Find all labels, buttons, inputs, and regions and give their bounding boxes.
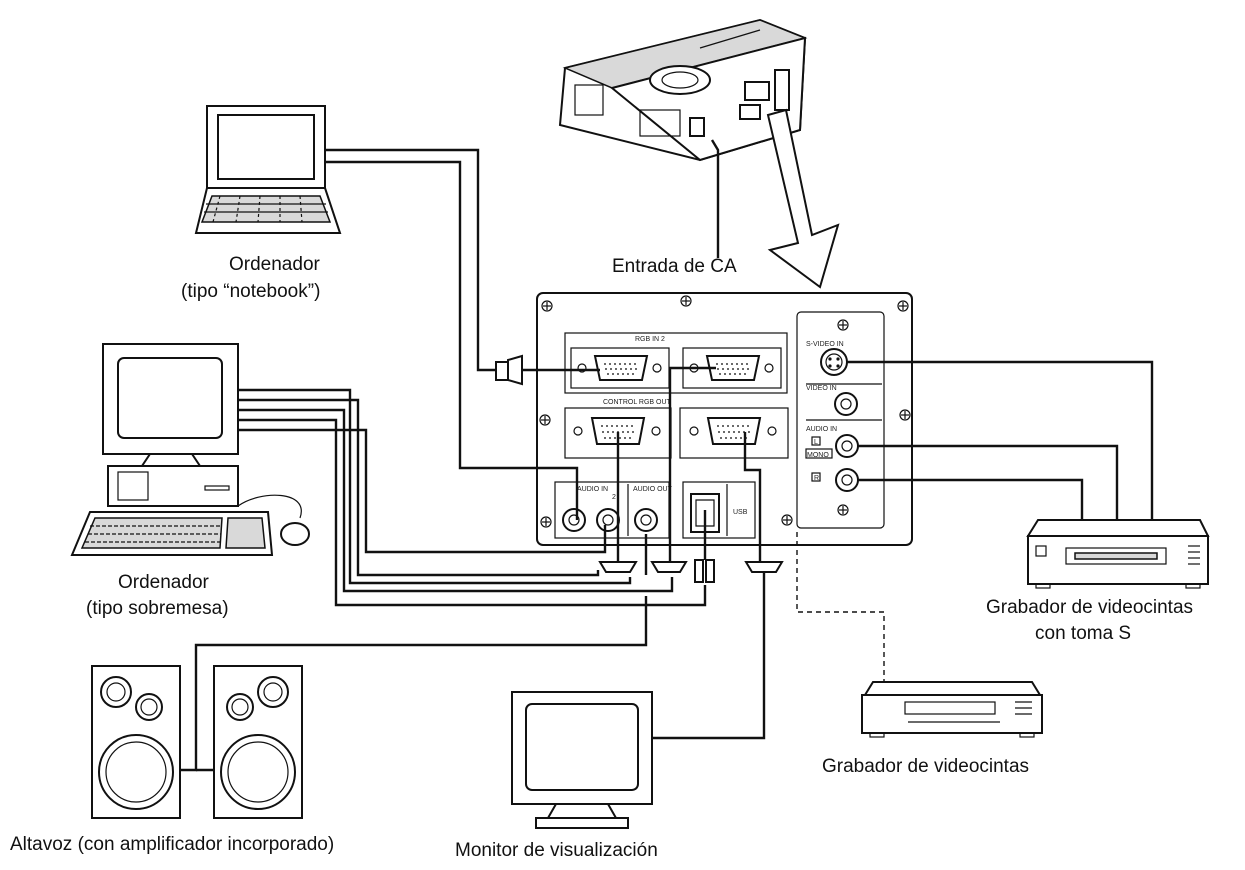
label-monitor: Monitor de visualización xyxy=(455,840,658,861)
svg-text:USB: USB xyxy=(733,509,748,516)
svg-text:AUDIO IN: AUDIO IN xyxy=(806,426,837,433)
display-monitor xyxy=(511,691,653,829)
label-desktop-line2: (tipo sobremesa) xyxy=(86,598,229,619)
label-notebook-line1: Ordenador xyxy=(229,254,321,275)
label-ac-input: Entrada de CA xyxy=(612,256,737,277)
audio-l-jack xyxy=(835,434,859,458)
panel-screws xyxy=(539,295,911,528)
s-video-jack xyxy=(820,348,848,376)
audio-r-jack xyxy=(835,468,859,492)
label-speakers: Altavoz (con amplificador incorporado) xyxy=(10,834,334,855)
label-desktop-line1: Ordenador xyxy=(118,572,210,593)
svg-text:VIDEO IN: VIDEO IN xyxy=(806,385,837,392)
label-notebook-line2: (tipo “notebook”) xyxy=(181,281,320,302)
cables xyxy=(180,148,1154,772)
speaker-left xyxy=(91,665,181,819)
speaker-right xyxy=(213,665,303,819)
svg-text:S-VIDEO IN: S-VIDEO IN xyxy=(806,341,844,348)
rgb-out-port xyxy=(679,407,789,459)
label-svhs-vcr-line1: Grabador de videocintas xyxy=(986,597,1193,618)
connector-panel: RGB IN 2 CONTROL RGB OUT xyxy=(536,292,913,546)
notebook-computer xyxy=(194,105,342,234)
label-svhs-vcr-line2: con toma S xyxy=(1035,623,1131,644)
desktop-computer xyxy=(70,343,310,556)
audio-jacks xyxy=(562,508,658,532)
svhs-vcr xyxy=(1026,519,1210,589)
label-vcr: Grabador de videocintas xyxy=(822,756,1029,777)
vcr xyxy=(861,681,1043,738)
svg-text:AUDIO OUT: AUDIO OUT xyxy=(633,486,673,493)
svg-text:2: 2 xyxy=(612,494,616,501)
zoom-arrow xyxy=(766,108,840,289)
svg-text:L: L xyxy=(814,439,818,446)
projector xyxy=(558,18,808,162)
svg-text:MONO: MONO xyxy=(807,452,829,459)
video-jack xyxy=(834,392,858,416)
svg-text:RGB IN 2: RGB IN 2 xyxy=(635,336,665,343)
svg-text:R: R xyxy=(814,475,819,482)
svg-text:AUDIO IN: AUDIO IN xyxy=(577,486,608,493)
svg-text:CONTROL RGB OUT: CONTROL RGB OUT xyxy=(603,399,672,406)
ac-cord xyxy=(710,139,720,258)
